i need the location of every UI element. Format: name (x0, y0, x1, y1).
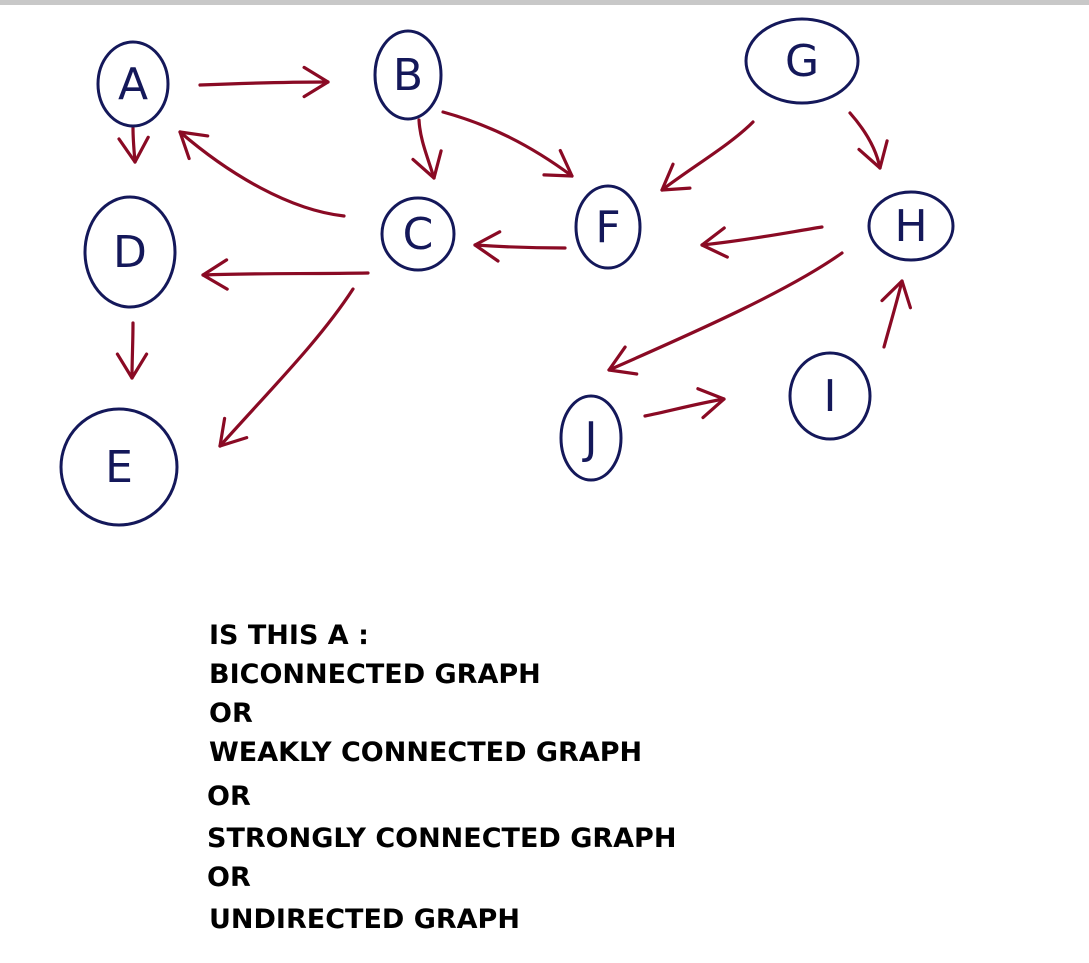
node-label: C (403, 209, 434, 260)
arrowhead-icon (218, 416, 249, 448)
option-separator-or: OR (207, 862, 251, 893)
arrowhead-icon (700, 226, 729, 259)
edge-line (700, 225, 824, 247)
node-h: H (867, 190, 955, 262)
arrowhead-icon (178, 130, 210, 161)
option-separator-or: OR (207, 781, 251, 812)
option-biconnected: BICONNECTED GRAPH (209, 659, 541, 690)
edge-c-to-e (218, 287, 355, 448)
question-line-1: IS THIS A : (209, 620, 369, 651)
arrowhead-icon (411, 149, 443, 180)
edge-line (848, 111, 882, 170)
edge-i-to-h (880, 279, 912, 349)
arrowhead-icon (857, 139, 889, 170)
edge-line (178, 130, 346, 218)
edge-line (607, 251, 844, 372)
node-d: D (83, 195, 177, 309)
edge-d-to-e (115, 321, 149, 380)
node-circle (574, 184, 642, 270)
arrowhead-icon (302, 65, 330, 99)
node-e: E (59, 407, 179, 527)
edge-line (201, 271, 370, 277)
directed-graph-diagram: A B C D E F G H I J (59, 17, 955, 527)
edge-line (473, 243, 567, 250)
arrowhead-icon (115, 352, 149, 380)
arrowhead-icon (542, 149, 574, 178)
edge-c-to-d (201, 258, 370, 291)
nodes-layer: A B C D E F G H I J (59, 17, 955, 527)
node-circle (59, 407, 179, 527)
arrowhead-icon (473, 230, 502, 263)
edge-line (198, 80, 330, 87)
node-label: D (113, 227, 147, 278)
edge-g-to-f (660, 120, 755, 192)
node-c: C (380, 196, 456, 272)
edge-a-to-b (198, 65, 330, 99)
node-circle (83, 195, 177, 309)
edge-j-to-i (643, 387, 726, 420)
option-weakly-connected: WEAKLY CONNECTED GRAPH (209, 737, 643, 768)
node-label: I (824, 371, 837, 422)
edge-line (660, 120, 755, 192)
edge-b-to-f (441, 110, 574, 178)
node-circle (744, 17, 860, 105)
node-label: J (582, 413, 598, 464)
edge-line (130, 321, 135, 380)
edge-h-to-j (607, 251, 844, 376)
window-top-border (0, 0, 1089, 5)
edge-line (882, 279, 904, 349)
arrowhead-icon (607, 345, 639, 376)
node-circle (96, 40, 170, 128)
edge-b-to-c (411, 118, 443, 180)
option-undirected: UNDIRECTED GRAPH (209, 904, 520, 935)
edge-c-to-a (178, 130, 346, 218)
node-circle (788, 351, 872, 441)
node-f: F (574, 184, 642, 270)
arrowhead-icon (117, 135, 150, 164)
node-g: G (744, 17, 860, 105)
arrowhead-icon (696, 387, 726, 420)
node-label: H (894, 201, 927, 252)
node-label: G (785, 36, 819, 87)
node-label: E (105, 442, 133, 493)
node-i: I (788, 351, 872, 441)
arrowhead-icon (201, 258, 229, 291)
arrowhead-icon (660, 162, 692, 192)
node-circle (867, 190, 955, 262)
edge-g-to-h (848, 111, 889, 170)
node-circle (559, 394, 623, 482)
edge-line (417, 118, 436, 180)
edge-line (218, 287, 355, 448)
node-label: F (595, 202, 620, 253)
edge-a-to-d (117, 126, 150, 164)
node-a: A (96, 40, 170, 128)
edges-layer (115, 65, 912, 448)
edge-h-to-f (700, 225, 824, 259)
node-j: J (559, 394, 623, 482)
node-label: A (118, 59, 148, 110)
edge-f-to-c (473, 230, 567, 263)
arrowhead-icon (880, 279, 912, 310)
node-circle (373, 29, 443, 121)
node-b: B (373, 29, 443, 121)
option-separator-or: OR (209, 698, 253, 729)
option-strongly-connected: STRONGLY CONNECTED GRAPH (207, 823, 677, 854)
node-circle (380, 196, 456, 272)
node-label: B (393, 50, 423, 101)
edge-line (441, 110, 574, 178)
edge-line (643, 397, 726, 418)
